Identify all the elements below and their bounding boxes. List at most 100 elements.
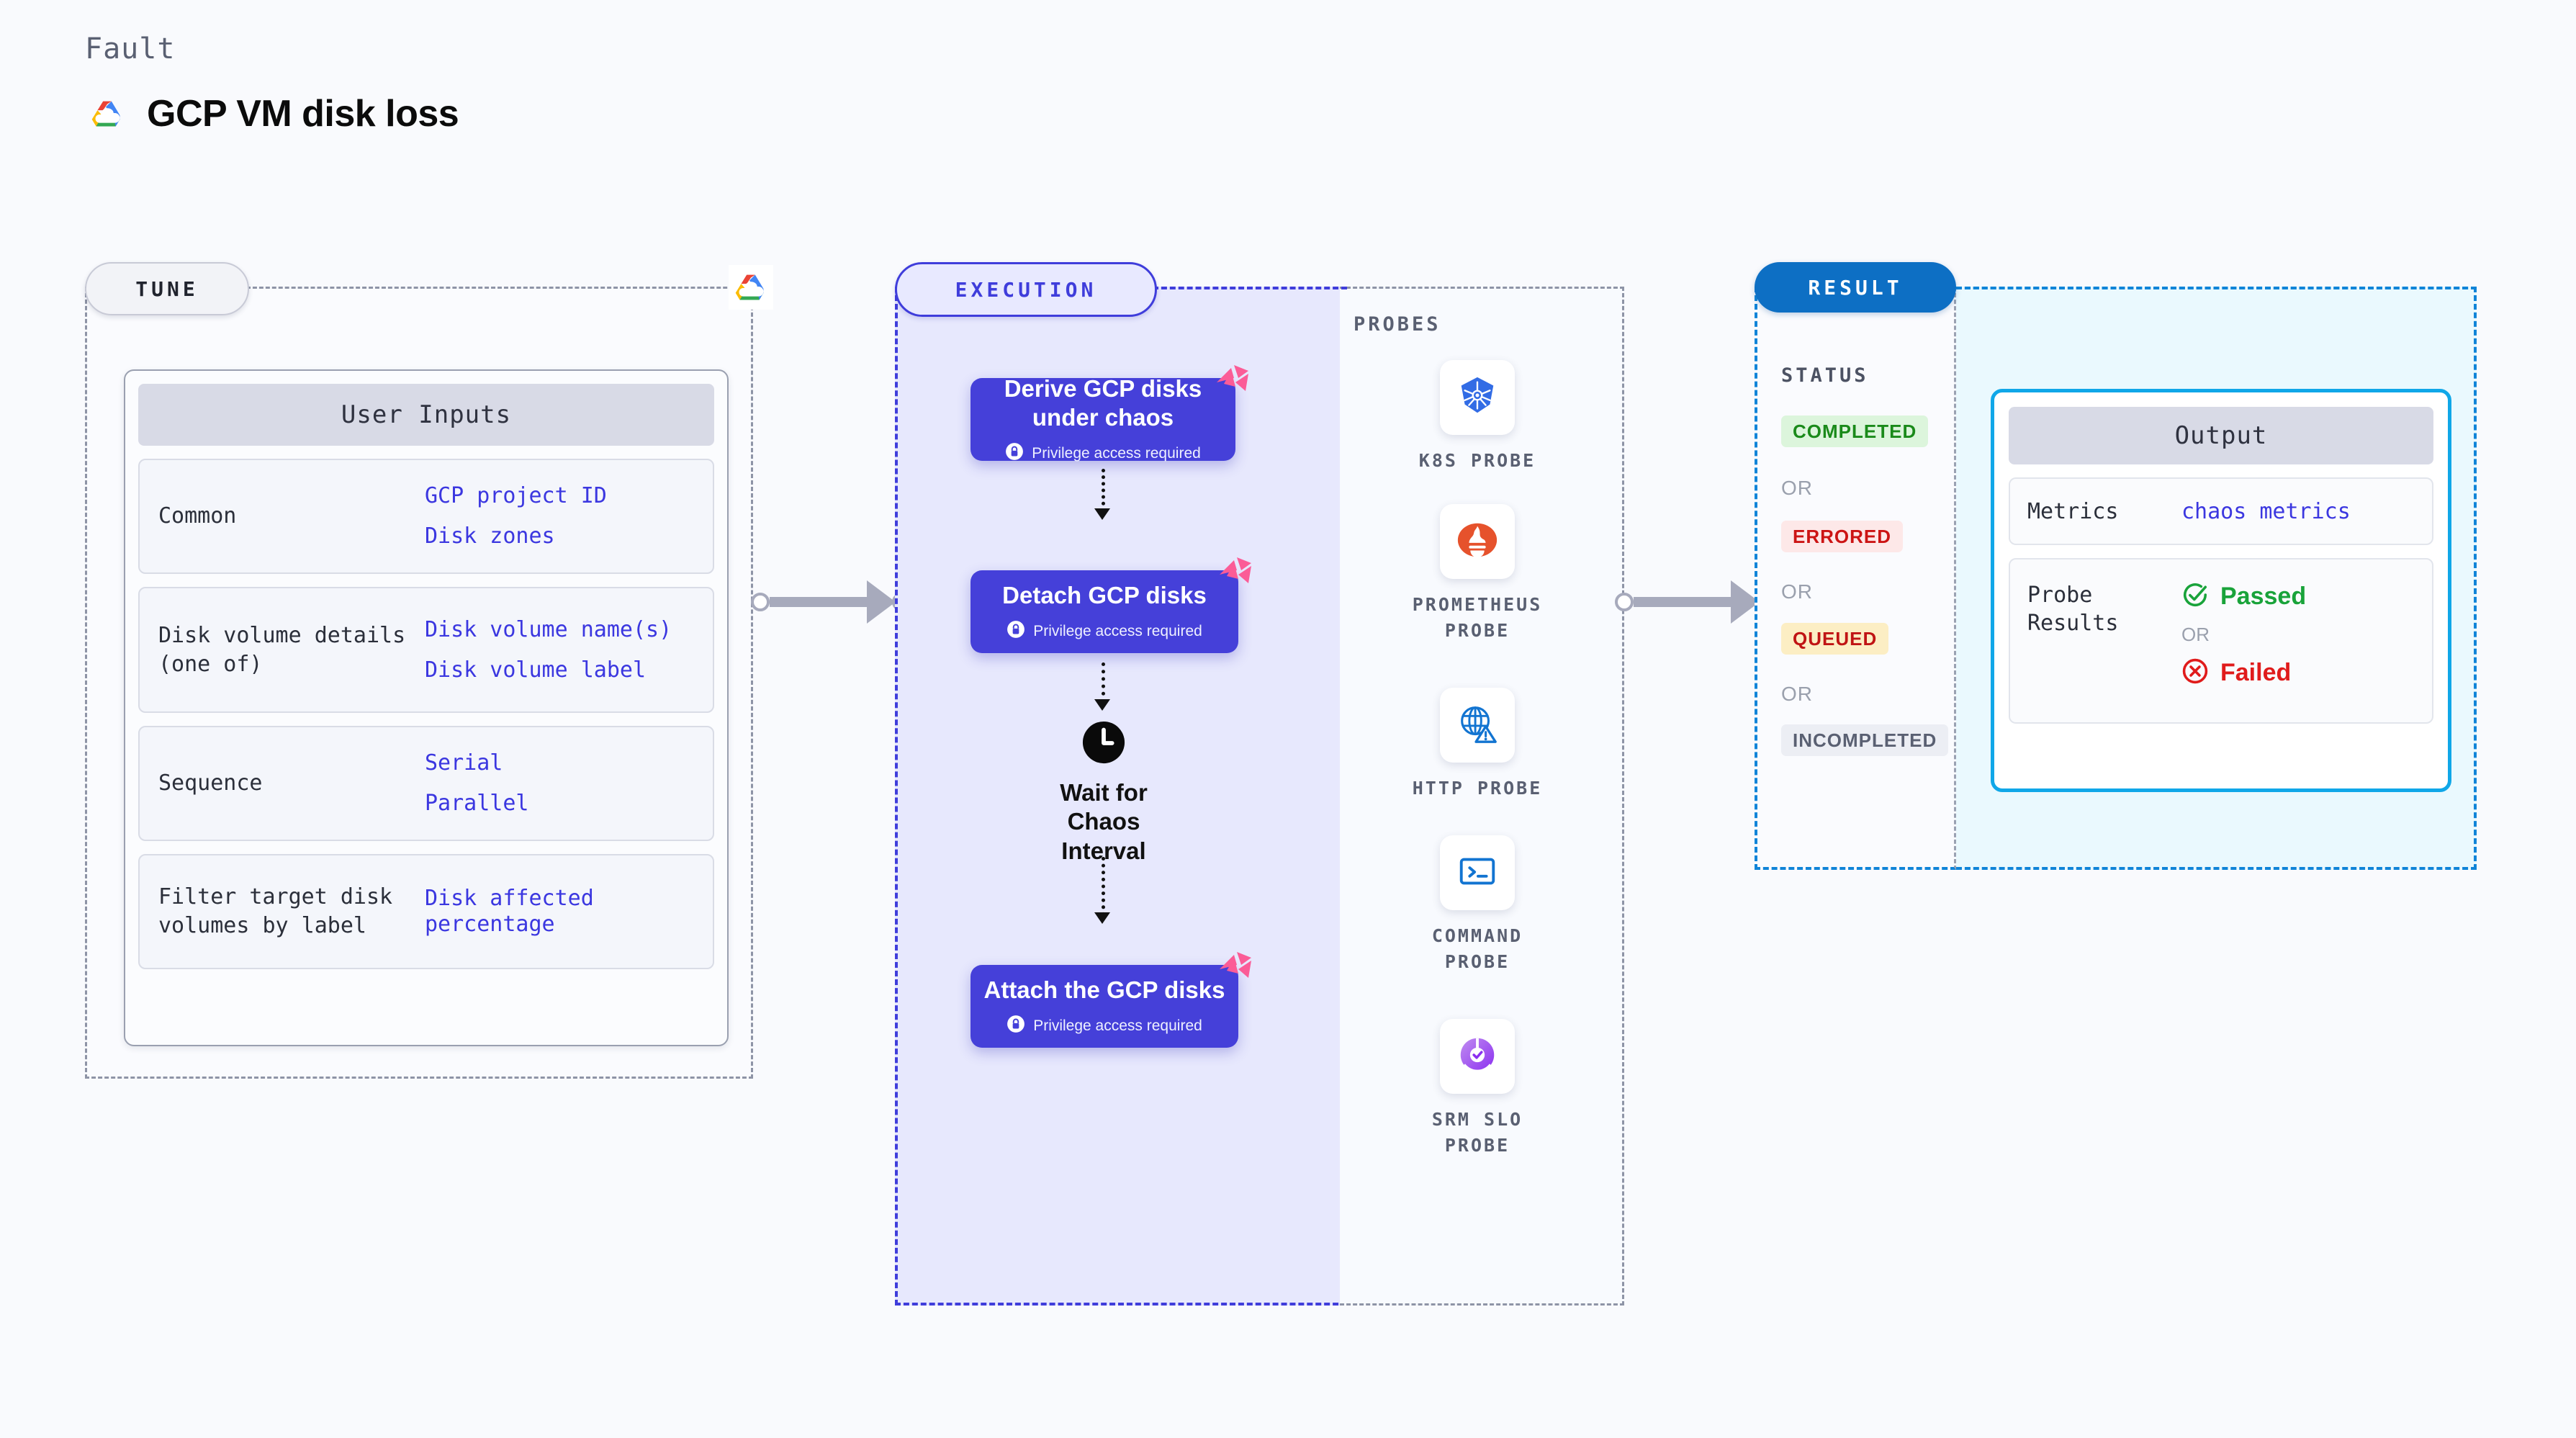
row-key: Probe Results <box>2027 583 2119 636</box>
node-label: Derive GCP disks under chaos <box>1004 374 1202 431</box>
row-values: Disk volume name(s) Disk volume label <box>425 617 672 683</box>
privilege-badge: Privilege access required <box>1006 1015 1202 1037</box>
row-value[interactable]: Serial <box>425 750 503 776</box>
probes-section <box>1340 287 1624 1306</box>
output-section-top-border <box>1956 287 2477 289</box>
row-value[interactable]: GCP project ID <box>425 483 607 508</box>
probe-tile <box>1440 688 1515 763</box>
result-badge[interactable]: RESULT <box>1755 262 1956 313</box>
probe-k8s[interactable]: K8S PROBE <box>1405 360 1549 474</box>
connector-endpoint <box>751 593 770 611</box>
status-badge-incompleted: INCOMPLETED <box>1781 724 1949 756</box>
execution-badge[interactable]: EXECUTION <box>895 262 1157 317</box>
kubernetes-icon <box>1455 374 1500 422</box>
probe-srm-slo[interactable]: SRM SLO PROBE <box>1405 1019 1549 1159</box>
row-key: Filter target disk volumes by label <box>158 884 393 938</box>
result-section <box>1755 287 1956 870</box>
user-inputs-title: User Inputs <box>138 384 714 446</box>
output-card: Output Metrics chaos metrics Probe Resul… <box>1991 389 2451 792</box>
probe-results-row: Probe Results Passed OR <box>2009 558 2433 724</box>
node-label: Detach GCP disks <box>1002 581 1207 608</box>
flow-arrow-line <box>1102 662 1105 703</box>
row-key: Disk volume details (one of) <box>158 622 406 677</box>
probe-tile <box>1440 835 1515 910</box>
clock-icon <box>1081 720 1126 768</box>
node-label: Attach the GCP disks <box>983 976 1225 1003</box>
probe-result-passed: Passed <box>2181 581 2306 612</box>
privilege-label: Privilege access required <box>1033 622 1202 639</box>
flow-arrow-head <box>1094 508 1110 520</box>
litmus-chaos-icon <box>1215 949 1254 988</box>
prometheus-icon <box>1455 518 1500 566</box>
title-row: GCP VM disk loss <box>85 91 459 136</box>
connector-endpoint <box>1615 593 1634 611</box>
row-value[interactable]: Disk volume label <box>425 657 647 683</box>
execution-section-top-border <box>1153 287 1347 289</box>
row-value[interactable]: Parallel <box>425 791 529 816</box>
litmus-chaos-icon <box>1215 554 1254 593</box>
row-value[interactable]: Disk affected percentage <box>425 886 594 937</box>
flow-arrow-head <box>1094 912 1110 924</box>
x-circle-icon <box>2181 657 2209 688</box>
probe-command[interactable]: COMMAND PROBE <box>1405 835 1549 976</box>
probe-tile <box>1440 504 1515 579</box>
passed-label: Passed <box>2220 583 2307 610</box>
table-row: Common GCP project ID Disk zones <box>138 459 714 574</box>
table-row: Disk volume details (one of) Disk volume… <box>138 587 714 713</box>
probe-tile <box>1440 360 1515 435</box>
execution-node-detach-gcp-disks[interactable]: Detach GCP disks Privilege access requir… <box>970 557 1251 653</box>
status-badge-errored: ERRORED <box>1781 521 1904 552</box>
or-separator: OR <box>1781 683 1813 705</box>
row-value[interactable]: Disk volume name(s) <box>425 616 672 642</box>
privilege-badge: Privilege access required <box>1006 620 1202 642</box>
node-label: Wait for Chaos Interval <box>1060 779 1148 864</box>
gcp-cloud-icon <box>85 91 130 136</box>
execution-node-wait-for-chaos-interval[interactable]: Wait for Chaos Interval <box>1032 720 1176 866</box>
failed-label: Failed <box>2220 659 2292 686</box>
probe-http[interactable]: HTTP PROBE <box>1405 688 1549 801</box>
connector-line <box>770 597 867 607</box>
flow-arrow-line <box>1102 469 1105 512</box>
status-label: STATUS <box>1781 364 1869 387</box>
check-circle-icon <box>2181 581 2209 612</box>
or-separator: OR <box>2181 624 2210 645</box>
probe-result-failed: Failed <box>2181 657 2306 688</box>
probe-label: PROMETHEUS PROBE <box>1412 594 1543 642</box>
connector-tune-to-execution <box>751 580 911 624</box>
probe-results-values: Passed OR Failed <box>2181 581 2306 688</box>
probe-label: SRM SLO PROBE <box>1431 1109 1523 1156</box>
metrics-row: Metrics chaos metrics <box>2009 477 2433 545</box>
gcp-cloud-icon <box>729 265 773 310</box>
row-value[interactable]: Disk zones <box>425 523 555 549</box>
http-globe-icon <box>1455 701 1500 750</box>
execution-node-derive-gcp-disks[interactable]: Derive GCP disks under chaos Privilege a… <box>970 365 1248 464</box>
flow-arrow-line <box>1102 857 1105 916</box>
or-separator: OR <box>1781 580 1813 603</box>
privilege-label: Privilege access required <box>1032 444 1201 462</box>
row-values: Disk affected percentage <box>425 886 612 938</box>
or-separator: OR <box>1781 477 1813 499</box>
status-badge-queued: QUEUED <box>1781 623 1889 655</box>
lock-icon <box>1005 442 1024 464</box>
metrics-value[interactable]: chaos metrics <box>2181 498 2351 524</box>
privilege-badge: Privilege access required <box>1005 442 1201 464</box>
execution-node-attach-the-gcp-disks[interactable]: Attach the GCP disks Privilege access re… <box>970 952 1251 1048</box>
srm-slo-icon <box>1455 1033 1500 1081</box>
row-values: GCP project ID Disk zones <box>425 483 607 549</box>
flow-arrow-head <box>1094 699 1110 711</box>
output-title: Output <box>2009 407 2433 464</box>
probe-prometheus[interactable]: PROMETHEUS PROBE <box>1405 504 1549 644</box>
page-header: Fault GCP VM disk loss <box>85 32 459 136</box>
probe-label: K8S PROBE <box>1418 450 1536 471</box>
row-key: Common <box>158 503 237 529</box>
connector-arrowhead <box>867 580 896 624</box>
probes-label: PROBES <box>1354 313 1441 336</box>
probe-tile <box>1440 1019 1515 1094</box>
row-values: Serial Parallel <box>425 750 529 817</box>
privilege-label: Privilege access required <box>1033 1017 1202 1034</box>
lock-icon <box>1006 1015 1025 1037</box>
terminal-icon <box>1455 849 1500 897</box>
fault-eyebrow: Fault <box>85 32 176 66</box>
user-inputs-card: User Inputs Common GCP project ID Disk z… <box>124 369 729 1046</box>
tune-badge[interactable]: TUNE <box>85 262 249 315</box>
